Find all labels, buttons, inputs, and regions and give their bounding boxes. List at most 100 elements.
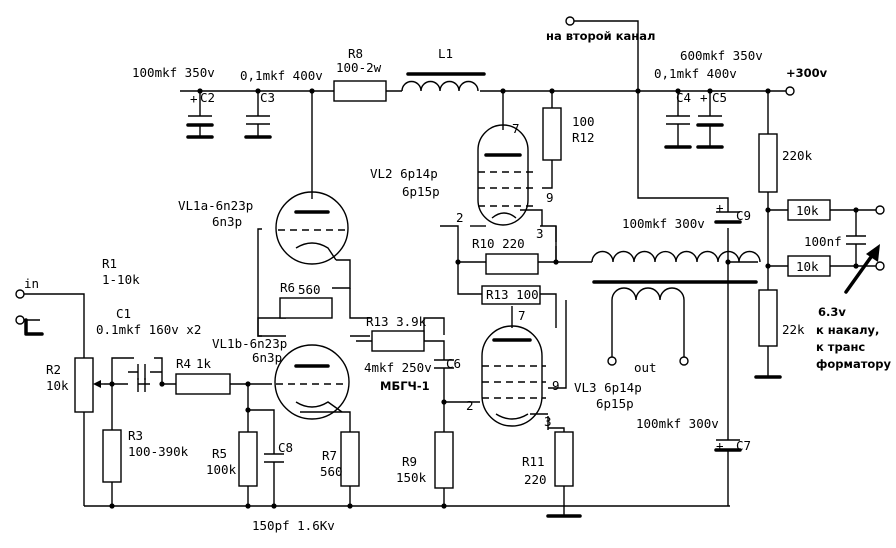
labels: 100mkf 350v + C2 0,1mkf 400v C3 R8 100-2… — [24, 29, 892, 533]
resistor-r12 — [542, 107, 562, 161]
label-c8: C8 — [278, 440, 293, 455]
label-heater-1: 6.3v — [818, 305, 846, 319]
label-r13-39: R13 3.9k — [366, 314, 427, 329]
tube-vl1a — [275, 191, 349, 265]
label-vl3-alt: 6p15p — [596, 396, 634, 411]
label-vl1b-name: VL1b-6n23p — [212, 336, 287, 351]
label-r1-value: 1-10k — [102, 272, 140, 287]
label-r1: R1 — [102, 256, 117, 271]
label-r10: R10 220 — [472, 236, 525, 251]
label-c7: C7 — [736, 438, 751, 453]
resistor-10k-bottom — [787, 255, 831, 277]
label-vl3-name: VL3 6p14p — [574, 380, 642, 395]
tube-vl1b — [274, 344, 350, 420]
label-r12-value: 100 — [572, 114, 595, 129]
label-plus-c2: + — [190, 91, 198, 106]
label-in: in — [24, 276, 39, 291]
label-r6-value: 560 — [298, 282, 321, 297]
grounds — [24, 318, 782, 518]
label-r11-value: 220 — [524, 472, 547, 487]
resistor-r3 — [102, 429, 122, 483]
junction-dots — [109, 88, 859, 509]
label-plus-c7: + — [716, 438, 724, 453]
label-vl2-alt: 6p15p — [402, 184, 440, 199]
label-220k: 220k — [782, 148, 813, 163]
label-c6-value: 4mkf 250v — [364, 360, 432, 375]
label-c9: C9 — [736, 208, 751, 223]
label-c7-value: 100mkf 300v — [636, 416, 719, 431]
inductor-l1 — [401, 72, 486, 92]
label-out: out — [634, 360, 657, 375]
wiring — [20, 20, 878, 516]
label-vl1a-name: VL1a-6n23p — [178, 198, 253, 213]
label-b-plus: +300v — [786, 66, 828, 80]
heater-arrow — [844, 244, 880, 294]
label-r9-value: 150k — [396, 470, 427, 485]
tube-vl2 — [470, 124, 543, 227]
label-pin2-top: 2 — [456, 210, 464, 225]
label-100nf: 100nf — [804, 234, 842, 249]
label-c2: C2 — [200, 90, 215, 105]
label-c4c5-value: 600mkf 350v — [680, 48, 763, 63]
potentiometer-r2 — [74, 357, 94, 413]
label-plus-c9: + — [716, 200, 724, 215]
label-pin9-bot: 9 — [552, 378, 560, 393]
label-plus-c5: + — [700, 90, 708, 105]
label-pin2-bot: 2 — [466, 398, 474, 413]
resistor-r13-100 — [481, 285, 541, 305]
label-r3-value: 100-390k — [128, 444, 189, 459]
label-vl2-name: VL2 6p14p — [370, 166, 438, 181]
tube-vl3 — [481, 325, 548, 427]
resistor-r5 — [238, 431, 258, 487]
label-r2-value: 10k — [46, 378, 69, 393]
label-c9-value: 100mkf 300v — [622, 216, 705, 231]
label-c6-type: МБГЧ-1 — [380, 379, 430, 393]
label-r9: R9 — [402, 454, 417, 469]
label-heater-2: к накалу, — [816, 323, 879, 337]
resistor-r10 — [485, 253, 539, 275]
resistor-r8 — [333, 80, 387, 102]
label-r7-value: 560 — [320, 464, 343, 479]
label-c8-value: 150pf 1.6Kv — [252, 518, 335, 533]
label-r12: R12 — [572, 130, 595, 145]
label-r13-100: R13 100 — [486, 287, 539, 302]
label-r8: R8 — [348, 46, 363, 61]
label-c1: C1 — [116, 306, 131, 321]
label-r5-value: 100k — [206, 462, 237, 477]
label-r4-value: 1k — [196, 356, 212, 371]
capacitors — [137, 115, 866, 468]
label-22k: 22k — [782, 322, 805, 337]
label-r4: R4 — [176, 356, 191, 371]
label-pin7-bot: 7 — [518, 308, 526, 323]
label-c4c5-value2: 0,1mkf 400v — [654, 66, 737, 81]
label-c4: C4 — [676, 90, 691, 105]
resistor-220k — [758, 133, 778, 193]
label-vl1b-alt: 6n3p — [252, 350, 282, 365]
label-c6: C6 — [446, 356, 461, 371]
resistor-r6 — [279, 297, 333, 319]
resistor-r13-3.9k — [371, 330, 425, 352]
resistor-r4 — [175, 373, 231, 395]
label-heater-3: к транс — [816, 340, 865, 354]
label-pin3-bot: 3 — [544, 414, 552, 429]
label-c3: C3 — [260, 90, 275, 105]
label-r11: R11 — [522, 454, 545, 469]
resistor-r9 — [434, 431, 454, 489]
label-second-channel: на второй канал — [546, 29, 655, 43]
label-pin3-top: 3 — [536, 226, 544, 241]
label-r2: R2 — [46, 362, 61, 377]
label-r3: R3 — [128, 428, 143, 443]
output-transformer — [591, 250, 761, 301]
resistor-10k-top — [787, 199, 831, 221]
label-10k-bottom: 10k — [796, 259, 819, 274]
label-pin9-top: 9 — [546, 190, 554, 205]
label-c5: C5 — [712, 90, 727, 105]
label-vl1a-alt: 6n3p — [212, 214, 242, 229]
resistor-r11 — [554, 431, 574, 487]
label-l1: L1 — [438, 46, 453, 61]
resistor-22k — [758, 289, 778, 347]
label-c1-value: 0.1mkf 160v x2 — [96, 322, 201, 337]
label-r7: R7 — [322, 448, 337, 463]
label-c2-value: 100mkf 350v — [132, 65, 215, 80]
